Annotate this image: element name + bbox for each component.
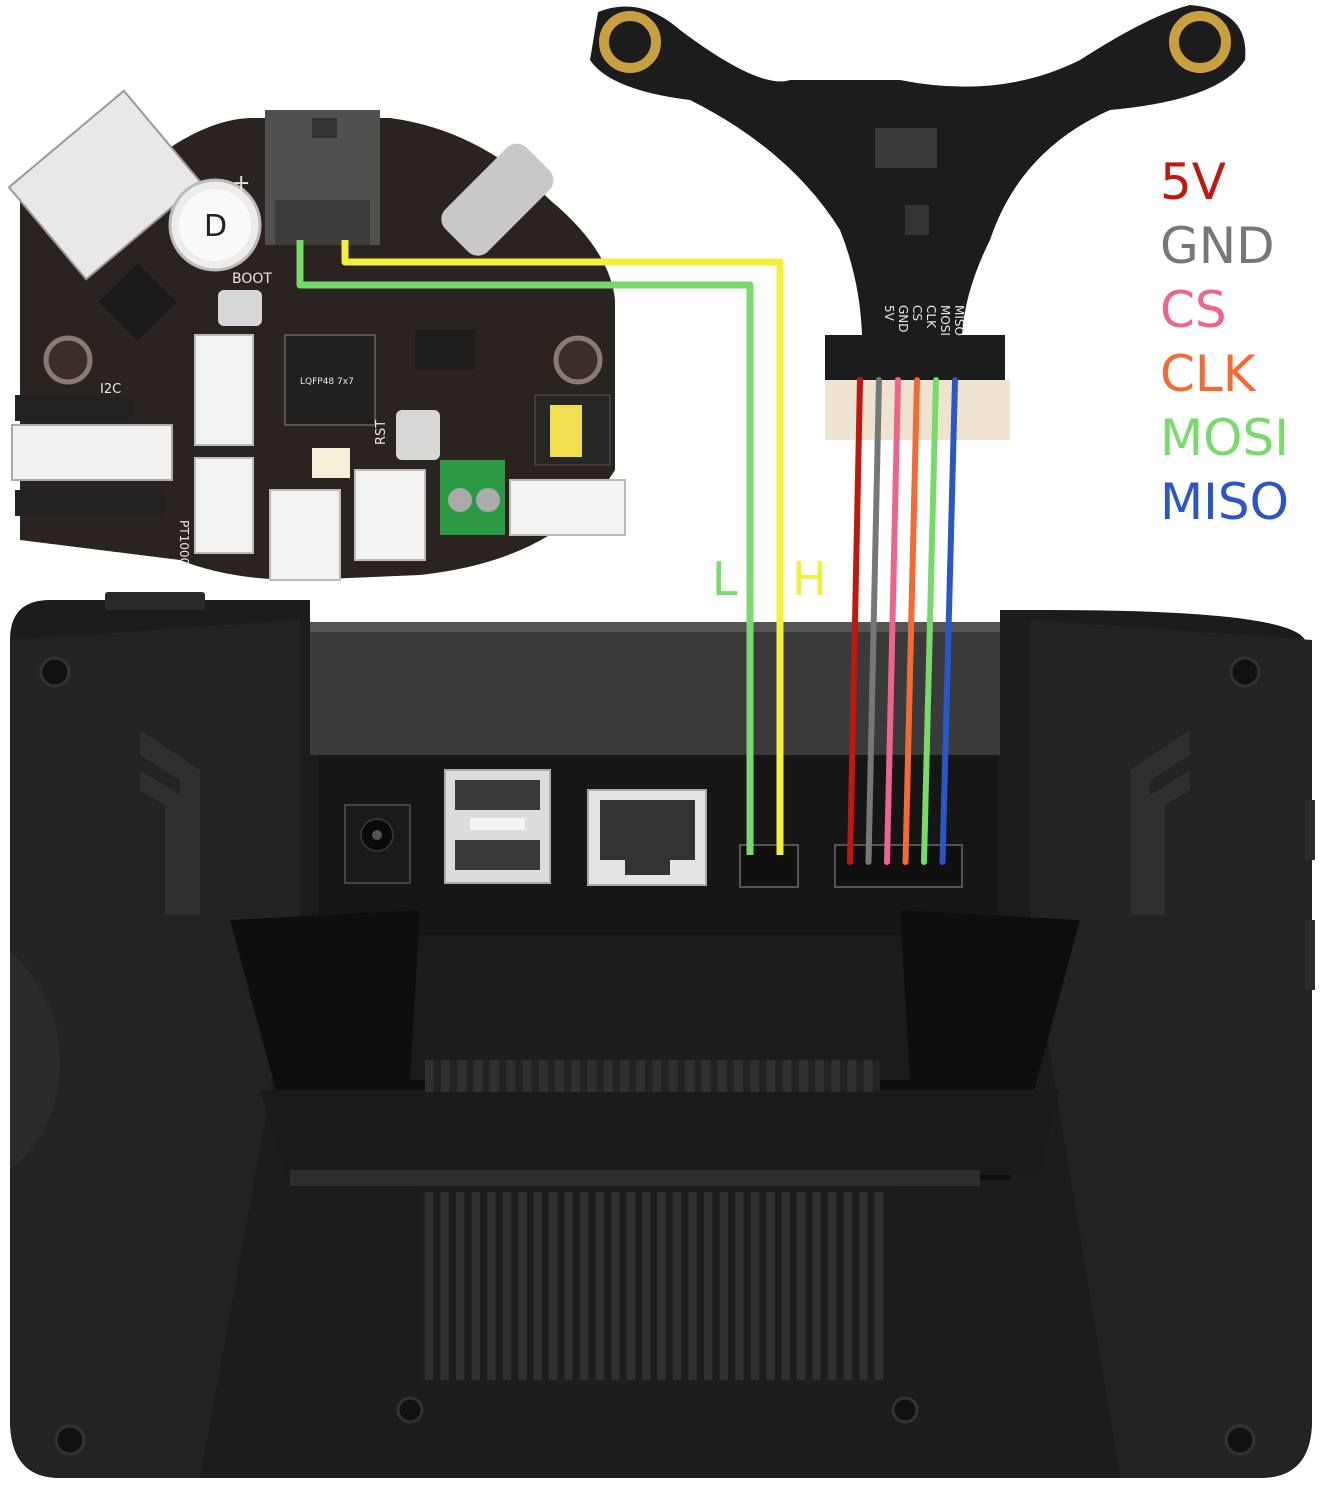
heatsink-fin xyxy=(750,1060,759,1092)
heatsink-fin xyxy=(518,1192,527,1380)
heatsink-fin xyxy=(603,1060,613,1092)
heatsink-fin xyxy=(620,1060,629,1092)
heatsink-fin xyxy=(797,1192,806,1380)
heatsink-fin xyxy=(456,1192,465,1380)
heatsink-fin xyxy=(685,1060,694,1092)
capacitor-label: D xyxy=(204,209,227,244)
heatsink-fin xyxy=(441,1060,451,1092)
heatsink-fin xyxy=(564,1192,574,1380)
heatsink-fin xyxy=(668,1060,678,1092)
display-host-icon xyxy=(10,592,1315,1478)
heatsink-fin xyxy=(611,1192,620,1380)
heatsink-fin xyxy=(555,1060,564,1092)
heatsink-fin xyxy=(471,1192,481,1380)
spi-wire-mosi xyxy=(921,377,939,865)
legend-item-gnd: GND xyxy=(1160,217,1275,275)
spi-wire-gnd xyxy=(865,377,882,865)
heatsink-fin xyxy=(798,1060,808,1092)
heatsink-fin xyxy=(717,1060,727,1092)
heatsink-fin xyxy=(847,1060,857,1092)
heatsink-fin xyxy=(533,1192,543,1380)
heatsink-fin xyxy=(538,1060,548,1092)
heatsink-fin xyxy=(766,1192,775,1380)
heatsink-fin xyxy=(473,1060,483,1092)
heatsink-fin xyxy=(719,1192,729,1380)
heatsink-fin xyxy=(587,1060,597,1092)
heatsink-fin xyxy=(490,1060,499,1092)
spi-wire-miso xyxy=(939,377,958,865)
pt1000-label: PT1000 xyxy=(177,520,191,565)
legend-item-cs: CS xyxy=(1160,281,1227,339)
heatsink-fin xyxy=(425,1060,434,1092)
heatsink-fin xyxy=(843,1192,853,1380)
heatsink-fin xyxy=(701,1060,711,1092)
heatsink-fin xyxy=(781,1192,791,1380)
sensor-pin-label: MISO xyxy=(952,305,966,336)
sensor-pin-label: CLK xyxy=(924,305,938,329)
heatsink-fin xyxy=(487,1192,496,1380)
ethernet-port xyxy=(587,789,707,886)
heatsink-fin xyxy=(750,1192,760,1380)
heatsink-fin xyxy=(859,1192,868,1380)
heatsink-fin xyxy=(580,1192,589,1380)
heatsink-fin xyxy=(863,1060,873,1092)
can-low-label: L xyxy=(712,552,738,606)
can-high-wire xyxy=(341,240,784,855)
heatsink-fin xyxy=(657,1192,667,1380)
can-wires xyxy=(296,240,784,855)
heatsink-fin xyxy=(642,1192,651,1380)
heatsink-fin xyxy=(812,1192,822,1380)
boot-label: BOOT xyxy=(232,271,272,287)
legend-item-5v: 5V xyxy=(1160,153,1227,211)
wire-legend: 5V GND CS CLK MOSI MISO xyxy=(1160,150,1320,534)
legend-item-clk: CLK xyxy=(1160,345,1256,403)
can-low-wire xyxy=(296,240,754,855)
heatsink-fin xyxy=(440,1192,450,1380)
heatsink-fin xyxy=(595,1192,605,1380)
heatsink-fin xyxy=(828,1192,837,1380)
heatsink-fin xyxy=(735,1192,744,1380)
mcu-label: LQFP48 7x7 xyxy=(300,377,354,387)
heatsink-fin xyxy=(571,1060,581,1092)
heatsink-fin xyxy=(874,1192,884,1380)
usb-ports xyxy=(444,769,551,884)
heatsink-fin xyxy=(815,1060,824,1092)
spi-wire-cs xyxy=(884,377,901,865)
heatsink-fin xyxy=(766,1060,776,1092)
sensor-pin-label: MOSI xyxy=(938,305,952,336)
sensor-pin-label: GND xyxy=(896,305,910,333)
spi-wires xyxy=(847,377,958,865)
heatsink-fin xyxy=(502,1192,512,1380)
pcb-toolboard-icon: D + LQFP48 7x7 BOOT I2C RST PT1000 xyxy=(7,89,626,581)
can-high-label: H xyxy=(792,552,827,606)
legend-item-mosi: MOSI xyxy=(1160,409,1289,467)
heatsink-fin xyxy=(425,1192,434,1380)
heatsink-fin xyxy=(549,1192,558,1380)
heatsink-fin xyxy=(733,1060,743,1092)
sensor-pin-label: CS xyxy=(910,305,924,321)
spi-wire-clk xyxy=(902,377,920,865)
heatsink-fin xyxy=(704,1192,713,1380)
heatsink-fin xyxy=(782,1060,792,1092)
legend-item-miso: MISO xyxy=(1160,473,1289,531)
rst-label: RST xyxy=(374,420,389,445)
heatsink-fin xyxy=(626,1192,636,1380)
heatsink-fin xyxy=(688,1192,698,1380)
heatsink-fin xyxy=(636,1060,646,1092)
capacitor-plus: + xyxy=(232,171,250,196)
heatsink-fin xyxy=(652,1060,662,1092)
heatsink-fin xyxy=(831,1060,841,1092)
heatsink-fin xyxy=(522,1060,532,1092)
i2c-label: I2C xyxy=(100,382,121,397)
spi-wire-5v xyxy=(847,377,863,865)
heatsink-fin xyxy=(506,1060,516,1092)
heatsink-fin xyxy=(673,1192,682,1380)
heatsink-fin xyxy=(457,1060,467,1092)
sensor-pin-label: 5V xyxy=(882,305,896,322)
power-jack xyxy=(344,804,411,884)
